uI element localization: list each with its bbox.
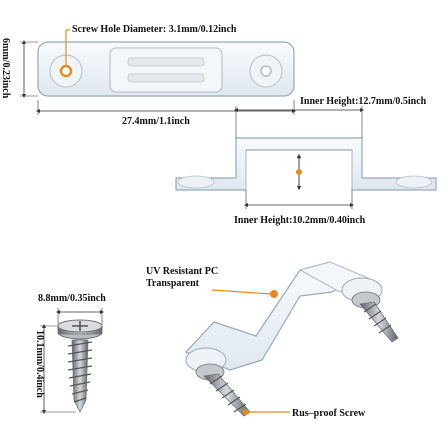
clip-side-view xyxy=(175,137,437,191)
assembled-screw-right xyxy=(351,291,399,343)
inner-width-label: Inner Height:10.2mm/0.40inch xyxy=(234,215,366,226)
assembled-screw-left xyxy=(195,363,251,417)
rust-proof-label: Rus–proof Screw xyxy=(292,408,366,419)
clip-top-view xyxy=(37,41,295,97)
assembled-clip xyxy=(184,261,383,373)
screw-hole-diameter-label: Screw Hole Diameter: 3.1mm/0.12inch xyxy=(72,24,237,35)
screw-hole-marker xyxy=(59,64,73,78)
screw-illustration xyxy=(57,319,103,413)
uv-resistant-label-line2: Transparent xyxy=(146,278,199,289)
clip-length-label: 27.4mm/1.1inch xyxy=(122,116,190,127)
inner-height-label: Inner Height:12.7mm/0.5inch xyxy=(300,96,427,107)
clip-height-label: 6mm/0.23inch xyxy=(0,38,11,99)
uv-resistant-label-line1: UV Resistant PC xyxy=(146,266,219,277)
screw-head-label: 8.8mm/0.35inch xyxy=(38,293,106,304)
uv-resistant-leader xyxy=(211,289,273,295)
screw-length-label: 10.1mm/0.4inch xyxy=(34,330,45,398)
